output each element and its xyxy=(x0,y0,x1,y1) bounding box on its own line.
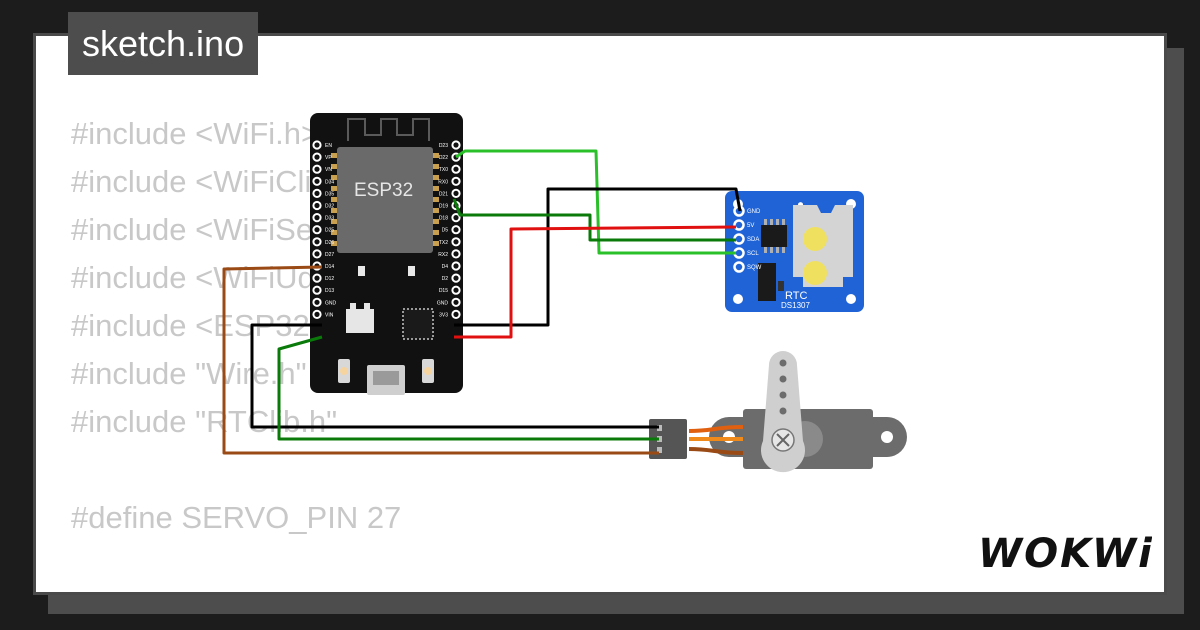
antenna-trace xyxy=(347,118,430,141)
esp32-pin[interactable] xyxy=(312,213,322,223)
esp32-pin-label: RX0 xyxy=(438,179,448,185)
filename-tab[interactable]: sketch.ino xyxy=(68,12,259,75)
wire-d27-signal[interactable] xyxy=(222,265,659,455)
esp32-pin-label: D18 xyxy=(439,216,448,222)
esp32-pin-label: D21 xyxy=(439,191,448,197)
usb-chip xyxy=(402,308,434,340)
wokwi-logo: WOKWi xyxy=(978,531,1152,577)
esp32-pin-label: D22 xyxy=(439,155,448,161)
esp32-pin-label: VIN xyxy=(325,312,334,318)
rtc-pin-label: SCL xyxy=(747,251,759,257)
wokwi-logo-text: WOKWi xyxy=(978,531,1152,577)
rtc-chip xyxy=(761,225,787,247)
esp32-pin-label: D32 xyxy=(325,204,334,210)
esp32-pin[interactable] xyxy=(451,237,461,247)
diagram-canvas: #include <WiFi.h>#include <WiFiClient.h>… xyxy=(33,33,1167,595)
esp32-pin-label: D14 xyxy=(325,264,334,270)
esp32-pin[interactable] xyxy=(451,164,461,174)
esp32-pin[interactable] xyxy=(451,176,461,186)
code-line: #define SERVO_PIN 27 xyxy=(71,500,402,535)
esp32-pin-label: 3V3 xyxy=(439,312,448,318)
esp32-pin[interactable] xyxy=(451,297,461,307)
rtc-pin-label: SQW xyxy=(747,265,762,271)
esp32-pin[interactable] xyxy=(312,200,322,211)
esp32-pin-label: D26 xyxy=(325,240,334,246)
code-line: #include <WiFi.h> xyxy=(71,116,320,151)
esp32-pin-label: D35 xyxy=(325,191,334,197)
esp32-board[interactable]: ESP32 ENVPVND34D35D32D33D25D26D27D14D12D… xyxy=(310,113,463,395)
esp32-pin[interactable] xyxy=(451,285,461,295)
esp32-pin[interactable] xyxy=(451,140,461,150)
esp32-pin[interactable] xyxy=(312,273,322,283)
esp32-pin-label: VN xyxy=(325,167,332,173)
esp32-pin[interactable] xyxy=(312,285,322,295)
esp32-pin[interactable] xyxy=(451,273,461,283)
esp32-pin[interactable] xyxy=(451,188,461,198)
esp32-pin[interactable] xyxy=(312,188,322,198)
voltage-regulator xyxy=(346,309,374,333)
esp32-pin[interactable] xyxy=(312,309,322,319)
esp32-pin-label: D25 xyxy=(325,228,334,234)
esp32-pin-label: D19 xyxy=(439,204,448,210)
esp32-pin-label: D4 xyxy=(442,264,449,270)
esp32-pin[interactable] xyxy=(451,309,461,319)
esp32-pin-label: D33 xyxy=(325,216,334,222)
rtc-pin[interactable] xyxy=(733,219,745,231)
esp32-pin[interactable] xyxy=(312,225,322,235)
esp32-pin-label: VP xyxy=(325,155,332,161)
esp32-pin-label: GND xyxy=(437,300,449,306)
esp32-pin-label: GND xyxy=(325,300,337,306)
servo-motor[interactable] xyxy=(649,351,907,473)
rtc-part-label: DS1307 xyxy=(781,301,810,310)
rtc-pin[interactable] xyxy=(733,261,745,273)
esp32-pin-label: D27 xyxy=(325,252,334,258)
esp32-pin-label: RX2 xyxy=(438,252,448,258)
esp32-pin[interactable] xyxy=(451,213,461,223)
esp32-pin-label: TX2 xyxy=(439,240,448,246)
rtc-label: RTC xyxy=(785,290,807,302)
esp32-pin[interactable] xyxy=(451,261,461,271)
esp32-pin[interactable] xyxy=(312,176,322,186)
circuit-diagram: ESP32 ENVPVND34D35D32D33D25D26D27D14D12D… xyxy=(222,113,907,473)
rtc-pin-label: GND xyxy=(747,209,761,215)
wire-vin-servo[interactable] xyxy=(277,335,659,441)
esp32-pin-label: D12 xyxy=(325,276,334,282)
esp32-pin-label: EN xyxy=(325,143,332,149)
esp32-pin[interactable] xyxy=(312,297,322,307)
esp32-pin[interactable] xyxy=(312,164,322,174)
wire-gnd-rtc[interactable] xyxy=(454,187,742,327)
esp32-pin-label: D15 xyxy=(439,288,448,294)
rtc-pin-label: SDA xyxy=(747,237,759,243)
esp32-module xyxy=(337,147,433,253)
esp32-pin[interactable] xyxy=(312,237,322,247)
wires xyxy=(222,149,742,455)
rtc-pin-label: 5V xyxy=(747,223,754,229)
esp32-pin-label: D5 xyxy=(442,228,449,234)
esp32-chip-label: ESP32 xyxy=(354,180,413,201)
esp32-pin[interactable] xyxy=(451,249,461,259)
wire-gnd-servo[interactable] xyxy=(250,323,659,429)
code-line: #include "RTClib.h" xyxy=(71,404,338,439)
esp32-pin-label: D34 xyxy=(325,179,334,185)
wire-d22-scl[interactable] xyxy=(455,149,736,255)
esp32-pin[interactable] xyxy=(451,225,461,235)
esp32-pin-label: D23 xyxy=(439,143,448,149)
wire-d21-sda[interactable] xyxy=(452,198,736,242)
esp32-pin-label: TX0 xyxy=(439,167,448,173)
wire-3v3-5v[interactable] xyxy=(454,225,737,339)
esp32-pin[interactable] xyxy=(312,152,322,162)
crystal xyxy=(758,263,776,301)
esp32-pin-label: D2 xyxy=(442,276,449,282)
esp32-pin-label: D13 xyxy=(325,288,334,294)
esp32-pin[interactable] xyxy=(312,249,322,259)
esp32-pin[interactable] xyxy=(312,140,322,150)
